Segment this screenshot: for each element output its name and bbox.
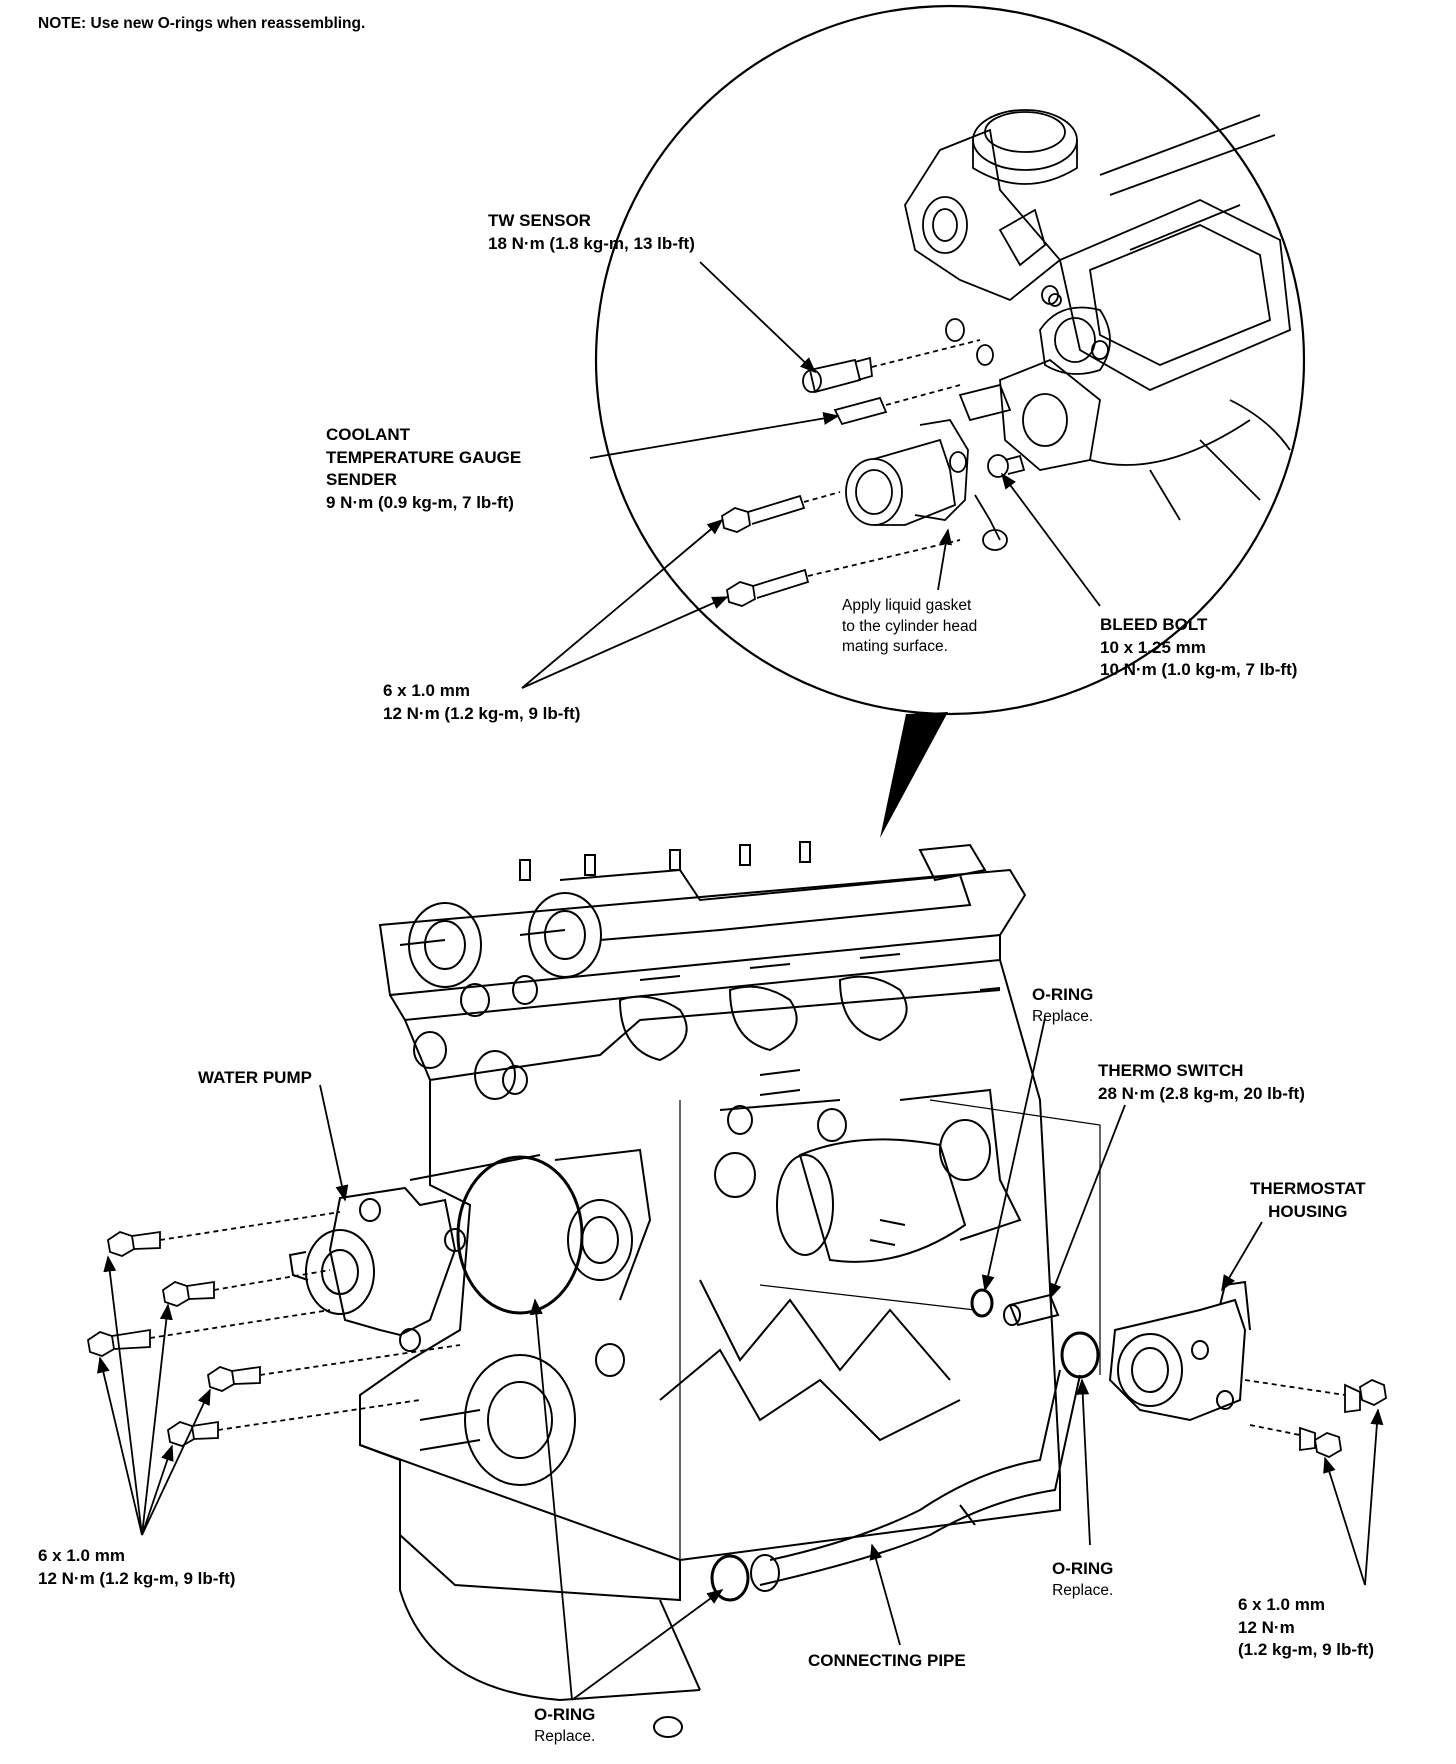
connecting-pipe-part — [710, 1369, 1081, 1602]
arrow-pump-bolt-1 — [103, 1255, 143, 1536]
oring-upper-note: Replace. — [1032, 1007, 1094, 1025]
pump-bolts-spec: 12 N·m (1.2 kg-m, 9 lb-ft) — [38, 1568, 236, 1588]
housing-bolts-size: 6 x 1.0 mm — [1238, 1595, 1325, 1614]
oring-upper-name: O-RING — [1032, 985, 1094, 1004]
arrow-liquid-gasket — [937, 528, 952, 591]
bleed-bolt-label: BLEED BOLT 10 x 1.25 mm 10 N·m (1.0 kg-m… — [1100, 614, 1297, 682]
arrow-upper-bolt-2 — [521, 596, 729, 689]
pump-bolts-size: 6 x 1.0 mm — [38, 1546, 125, 1565]
thermostat-housing-line2: HOUSING — [1268, 1201, 1348, 1221]
note-text: NOTE: Use new O-rings when reassembling. — [38, 15, 366, 32]
arrow-water-pump — [319, 1084, 349, 1202]
arrow-bleed-bolt — [1001, 472, 1101, 607]
housing-bolts-line3: (1.2 kg-m, 9 lb-ft) — [1238, 1640, 1375, 1660]
gauge-sender-line3: SENDER — [326, 470, 397, 490]
housing-bolts — [1244, 1378, 1387, 1459]
tw-sensor-part — [802, 339, 981, 394]
upper-bolts-size: 6 x 1.0 mm — [383, 681, 470, 700]
thermostat-housing-part — [970, 1280, 1251, 1422]
liquid-gasket-line2: to the cylinder head — [842, 617, 978, 635]
arrow-oring-upper — [981, 1017, 1046, 1292]
detail-cylinder-head — [904, 109, 1291, 521]
arrow-connecting-pipe — [869, 1543, 901, 1646]
oring-bottom-label: O-RING Replace. — [534, 1704, 595, 1747]
arrow-upper-bolt-1 — [521, 518, 724, 689]
liquid-gasket-note: Apply liquid gasket to the cylinder head… — [842, 596, 977, 658]
arrow-pump-bolt-3 — [97, 1356, 143, 1536]
liquid-gasket-line1: Apply liquid gasket — [842, 597, 972, 614]
gauge-sender-spec: 9 N·m (0.9 kg-m, 7 lb-ft) — [326, 492, 514, 512]
thermo-switch-name: THERMO SWITCH — [1098, 1061, 1244, 1080]
oring-right-label: O-RING Replace. — [1052, 1558, 1113, 1601]
dashed-guide-lines — [679, 1099, 1101, 1600]
gauge-sender-part — [833, 384, 961, 426]
arrow-housing-bolt-1 — [1364, 1408, 1384, 1586]
arrow-thermostat-housing — [1221, 1221, 1263, 1292]
detail-water-outlet — [845, 419, 1008, 551]
pump-bolts — [87, 1211, 461, 1447]
oring-right-note: Replace. — [1052, 1581, 1114, 1599]
connecting-pipe-label: CONNECTING PIPE — [808, 1651, 966, 1670]
detail-pointer-wedge — [880, 712, 948, 838]
gauge-sender-line1: COOLANT — [326, 425, 411, 444]
detail-circle — [594, 4, 1306, 838]
arrow-pump-bolt-4 — [141, 1388, 211, 1536]
arrow-pump-bolt-2 — [141, 1303, 173, 1536]
arrow-housing-bolt-2 — [1323, 1456, 1366, 1586]
bleed-bolt-name: BLEED BOLT — [1100, 615, 1208, 634]
arrow-oring-bottom-2 — [571, 1589, 724, 1701]
liquid-gasket-line3: mating surface. — [842, 638, 948, 656]
arrow-gauge-sender — [589, 412, 840, 459]
oring-bottom-note: Replace. — [534, 1727, 596, 1745]
leader-arrows — [97, 261, 1384, 1701]
gauge-sender-label: COOLANT TEMPERATURE GAUGE SENDER 9 N·m (… — [326, 424, 521, 514]
arrow-pump-bolt-5 — [141, 1444, 174, 1536]
oring-right-name: O-RING — [1052, 1559, 1114, 1578]
oring-bottom-name: O-RING — [534, 1705, 596, 1724]
engine-block — [359, 841, 1061, 1738]
oring-upper-label: O-RING Replace. — [1032, 984, 1093, 1027]
arrow-thermo-switch — [1049, 1104, 1126, 1300]
housing-bolts-line2: 12 N·m — [1238, 1617, 1295, 1637]
thermo-switch-label: THERMO SWITCH 28 N·m (2.8 kg-m, 20 lb-ft… — [1098, 1060, 1305, 1105]
water-pump-part — [288, 1148, 652, 1352]
upper-bolts-spec: 12 N·m (1.2 kg-m, 9 lb-ft) — [383, 703, 581, 723]
bleed-bolt-spec: 10 N·m (1.0 kg-m, 7 lb-ft) — [1100, 660, 1298, 680]
bleed-bolt-size: 10 x 1.25 mm — [1100, 637, 1206, 657]
thermo-switch-spec: 28 N·m (2.8 kg-m, 20 lb-ft) — [1098, 1083, 1305, 1103]
upper-bolt-2 — [726, 539, 961, 607]
upper-bolt-1 — [721, 491, 841, 533]
tw-sensor-name: TW SENSOR — [488, 211, 591, 230]
tw-sensor-spec: 18 N·m (1.8 kg-m, 13 lb-ft) — [488, 233, 695, 253]
gauge-sender-line2: TEMPERATURE GAUGE — [326, 447, 522, 467]
pump-bolts-label: 6 x 1.0 mm 12 N·m (1.2 kg-m, 9 lb-ft) — [38, 1545, 235, 1590]
arrow-tw-sensor — [699, 261, 817, 374]
tw-sensor-label: TW SENSOR 18 N·m (1.8 kg-m, 13 lb-ft) — [488, 210, 695, 255]
housing-bolts-label: 6 x 1.0 mm 12 N·m (1.2 kg-m, 9 lb-ft) — [1238, 1594, 1374, 1662]
arrow-oring-right — [1076, 1378, 1091, 1546]
water-pump-label: WATER PUMP — [198, 1068, 312, 1087]
upper-bolts-label: 6 x 1.0 mm 12 N·m (1.2 kg-m, 9 lb-ft) — [383, 680, 580, 725]
thermostat-housing-label: THERMOSTAT HOUSING — [1250, 1178, 1366, 1223]
thermostat-housing-line1: THERMOSTAT — [1250, 1179, 1366, 1198]
bleed-bolt-part — [987, 454, 1026, 478]
arrow-oring-bottom-1 — [529, 1298, 573, 1701]
